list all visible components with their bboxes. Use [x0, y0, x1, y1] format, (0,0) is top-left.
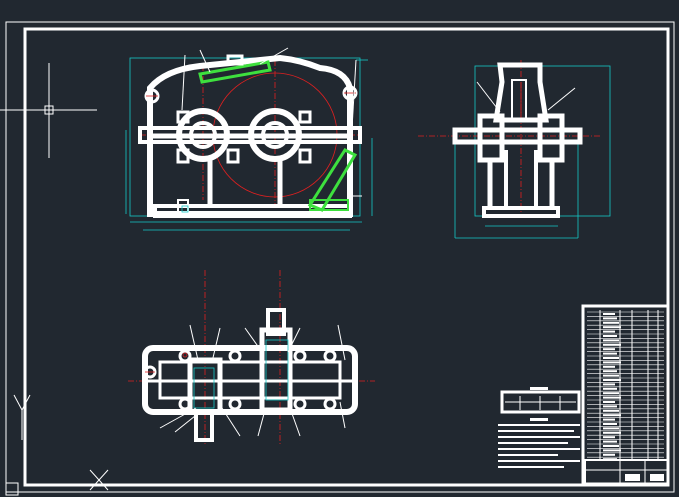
parts-list-cell: [603, 317, 617, 320]
parts-list-cell: [603, 409, 619, 412]
outer-border: [5, 21, 675, 493]
technical-requirements-notes: [498, 418, 580, 468]
parts-list-cell: [603, 379, 621, 381]
parts-list-cell: [603, 348, 615, 351]
parts-list-cell: [603, 361, 621, 364]
parts-list-cell: [603, 427, 619, 430]
title-block: [584, 459, 669, 485]
side-view: [418, 60, 611, 239]
ucs-icon: [5, 394, 109, 496]
parts-list-rows: [587, 311, 664, 461]
parts-list-cell: [603, 370, 617, 373]
parts-list-cell: [603, 414, 621, 417]
parts-list-cell: [603, 401, 615, 403]
parts-list-cell: [603, 330, 615, 333]
parts-list-cell: [603, 343, 621, 346]
parts-list-cell: [603, 431, 621, 434]
parts-list-cell: [603, 440, 617, 443]
parts-list-cell: [603, 326, 621, 329]
parts-list-cell: [603, 445, 619, 447]
parts-list-cell: [603, 423, 617, 425]
parts-list-cell: [603, 392, 619, 395]
parts-list-cell: [603, 383, 615, 386]
front-view: [125, 47, 373, 231]
parts-list-cell: [603, 321, 619, 324]
parts-list-cell: [603, 458, 617, 461]
parts-list-cell: [603, 418, 615, 421]
parts-list-cell: [603, 405, 617, 408]
parts-list-cell: [603, 396, 621, 399]
parts-list-cell: [603, 335, 617, 337]
inner-frame: [23, 27, 670, 487]
parts-list-cell: [603, 374, 619, 377]
parts-list-cell: [603, 352, 617, 355]
parts-list-cell: [603, 387, 617, 390]
parts-list-cell: [603, 436, 615, 439]
parts-list-cell: [603, 449, 621, 452]
parts-list-cell: [603, 313, 615, 315]
parts-list-cell: [603, 357, 619, 359]
top-view: [128, 270, 375, 445]
parts-list-cell: [603, 365, 615, 368]
crosshair-cursor-icon: [0, 63, 97, 158]
parts-list-cell: [603, 453, 615, 456]
parts-list-cell: [603, 339, 619, 342]
technical-characteristics-table: [500, 387, 581, 414]
